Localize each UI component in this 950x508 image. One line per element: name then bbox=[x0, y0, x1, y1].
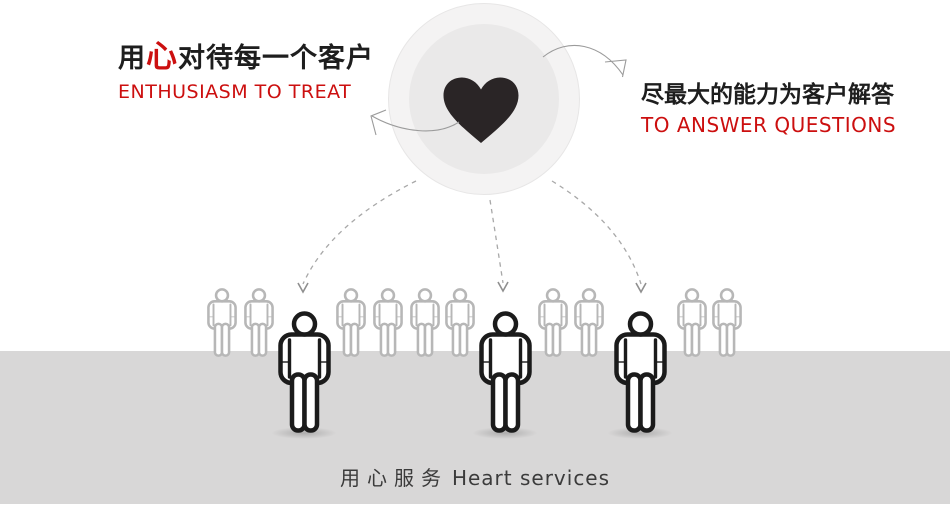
heart-icon bbox=[443, 77, 519, 144]
person-figure-background bbox=[712, 288, 742, 357]
person-figure-background bbox=[244, 288, 274, 357]
callout-right-title: 尽最大的能力为客户解答 bbox=[641, 82, 894, 108]
person-shadow bbox=[472, 427, 538, 439]
person-figure-background bbox=[538, 288, 568, 357]
person-figure-background bbox=[677, 288, 707, 357]
callout-left-subtitle: ENTHUSIASM TO TREAT bbox=[118, 81, 352, 103]
person-figure-background bbox=[336, 288, 366, 357]
person-figure-foreground bbox=[614, 311, 667, 433]
person-shadow bbox=[607, 427, 673, 439]
callout-left-zh-before: 用 bbox=[118, 43, 146, 74]
person-shadow bbox=[271, 427, 337, 439]
callout-left: 用心对待每一个客户 ENTHUSIASM TO TREAT bbox=[118, 40, 374, 103]
person-figure-background bbox=[445, 288, 475, 357]
callout-right-subtitle: TO ANSWER QUESTIONS bbox=[641, 113, 897, 137]
bottom-band bbox=[0, 351, 950, 504]
footer-caption-en: Heart services bbox=[451, 466, 611, 490]
callout-left-zh-accent: 心 bbox=[146, 39, 178, 75]
person-figure-background bbox=[410, 288, 440, 357]
footer-caption-zh: 用心服务 bbox=[339, 466, 448, 490]
callout-left-zh-after: 对待每一个客户 bbox=[178, 43, 374, 74]
person-figure-foreground bbox=[278, 311, 331, 433]
callout-right: 尽最大的能力为客户解答 TO ANSWER QUESTIONS bbox=[641, 82, 896, 137]
person-figure-foreground bbox=[479, 311, 532, 433]
person-figure-background bbox=[373, 288, 403, 357]
callout-left-title: 用心对待每一个客户 bbox=[118, 40, 374, 76]
person-figure-background bbox=[574, 288, 604, 357]
person-figure-background bbox=[207, 288, 237, 357]
